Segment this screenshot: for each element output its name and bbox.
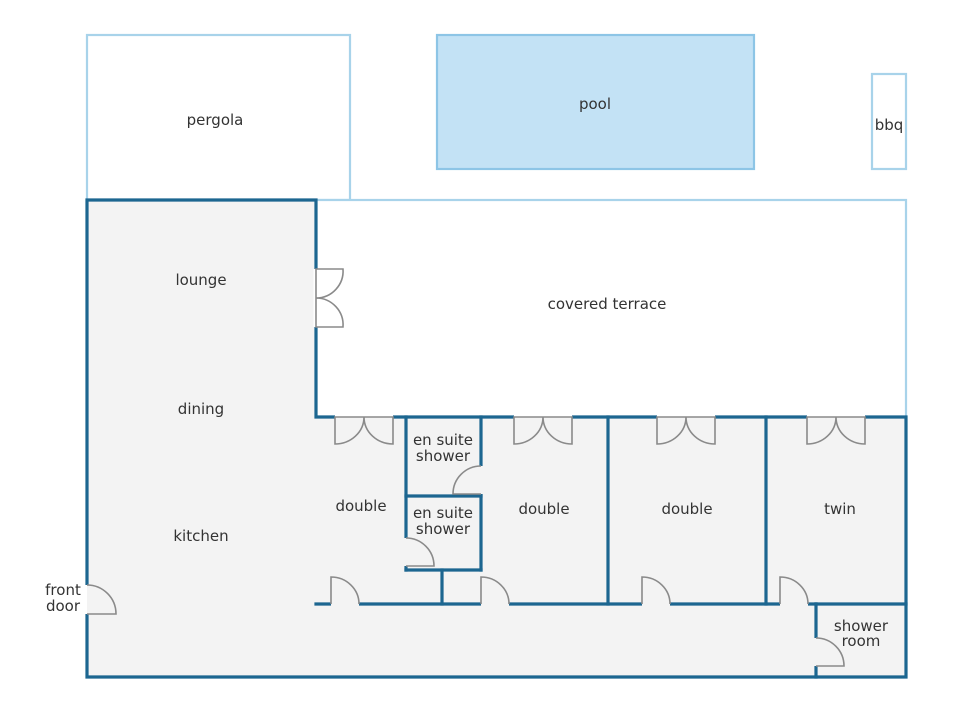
double1-french-door (334, 414, 394, 445)
dining-label: dining (178, 400, 224, 418)
house-exterior-wall (85, 198, 908, 679)
front-door (84, 584, 117, 615)
twin-label: twin (824, 500, 856, 518)
ensuite1-label-line1: en suite (413, 431, 473, 449)
double2-label: double (518, 500, 569, 518)
twin-door (779, 576, 809, 607)
ensuite2-label-line1: en suite (413, 504, 473, 522)
double3-door (641, 576, 671, 607)
double1-label: double (335, 497, 386, 515)
ensuite2-label-line2: shower (416, 520, 471, 538)
bbq-area (870, 72, 908, 171)
pergola-area (85, 33, 352, 202)
double3-label: double (661, 500, 712, 518)
shower-room-label-line2: room (842, 632, 881, 650)
ensuite2-door (403, 537, 435, 567)
lounge-label: lounge (175, 271, 226, 289)
front-door-label-line1: front (45, 581, 81, 599)
double2-door (480, 576, 510, 607)
double2-french-door (513, 414, 573, 445)
double3-french-door (656, 414, 716, 445)
pergola-label: pergola (187, 111, 244, 129)
kitchen-label: kitchen (173, 527, 228, 545)
double1-door (330, 576, 360, 607)
covered-terrace-area (314, 198, 908, 419)
covered-terrace-label: covered terrace (548, 295, 667, 313)
twin-french-door (806, 414, 866, 445)
house-floor (87, 200, 906, 677)
bbq-label: bbq (875, 116, 904, 134)
front-door-label-line2: door (46, 597, 81, 615)
pool-label: pool (579, 95, 611, 113)
ensuite1-label-line2: shower (416, 447, 471, 465)
lounge-french-door (315, 268, 344, 328)
ensuite1-door (452, 465, 484, 495)
pool-area (435, 33, 756, 171)
shower-room-label-line1: shower (834, 617, 889, 635)
shower-room-door (813, 637, 845, 667)
